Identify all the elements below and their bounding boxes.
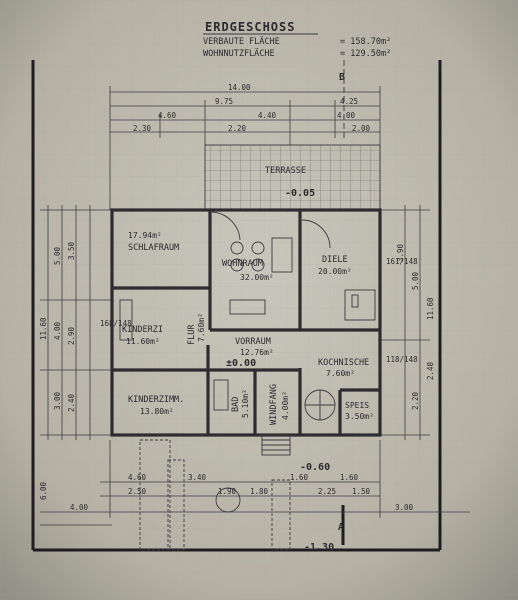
dim-top-f: 2.30 <box>133 124 152 133</box>
diele-area: 20.00m² <box>318 267 352 276</box>
dim-top-h: 2.00 <box>352 124 371 133</box>
dim-right-b: 2.20 <box>411 391 420 410</box>
dim-left-d: 2.90 <box>67 326 76 345</box>
dim-left-total: 11.60 <box>39 317 48 340</box>
dim-top-g: 2.20 <box>228 124 247 133</box>
dim-overall-width: 14.00 <box>228 83 251 92</box>
entry-stairs <box>139 434 291 551</box>
built-area-value: = 158.70m² <box>340 37 391 47</box>
kochnische-label: KOCHNISCHE <box>318 358 369 368</box>
speis-area: 3.50m² <box>345 412 374 421</box>
dim-bottom-a: 4.60 <box>128 473 147 482</box>
windfang-area: 4.00m² <box>281 391 290 420</box>
ground-level: -1.30 <box>304 542 334 553</box>
terrace-tiles <box>205 145 380 210</box>
schlafraum-label: SCHLAFRAUM <box>128 243 179 253</box>
dim-right-c: 2.40 <box>426 361 435 380</box>
dim-right-total: 11.60 <box>426 297 435 320</box>
bad-label: BAD <box>231 397 241 412</box>
vorraum-label: VORRAUM <box>235 337 271 347</box>
terrace-level: -0.05 <box>285 188 315 199</box>
dim-bottom-h: 4.00 <box>70 503 89 512</box>
dim-right-d: 3.90 <box>396 243 405 262</box>
flur-area: 7.60m² <box>197 313 206 342</box>
dim-top-b: 4.25 <box>340 97 358 106</box>
windfang-label: WINDFANG <box>269 384 279 425</box>
kinderzi1-label: KINDERZI <box>122 325 163 335</box>
dim-bottom-d: 1.80 <box>250 487 269 496</box>
kinderzi1-area: 11.60m² <box>126 337 160 346</box>
dim-window-e: 1.60 <box>290 473 309 482</box>
kochnische-area: 7.60m² <box>326 369 355 378</box>
entry-level: -0.60 <box>300 462 330 473</box>
bad-area: 5.10m² <box>241 389 250 418</box>
kinderzi2-label: KINDERZIMM. <box>128 395 184 405</box>
dim-top-d: 4.40 <box>258 111 277 120</box>
dim-bottom-f: 1.50 <box>352 487 371 496</box>
window-mark-c: 118/148 <box>386 355 418 364</box>
plan-title: ERDGESCHOSS <box>205 20 295 34</box>
dim-left-a: 5.00 <box>53 246 62 265</box>
built-area-label: VERBAUTE FLÄCHE <box>203 36 280 47</box>
window-mark-b: 161/148 <box>386 257 418 266</box>
vorraum-area: 12.76m² <box>240 348 274 357</box>
schlafraum-area: 17.94m² <box>128 231 162 240</box>
dim-top-e: 4.00 <box>337 111 356 120</box>
dim-left-c: 4.00 <box>53 321 62 340</box>
furniture-sketch <box>119 211 376 421</box>
section-marker-top: B <box>339 72 345 83</box>
terrace-label: TERRASSE <box>265 166 306 176</box>
dim-right-a: 5.00 <box>411 271 420 290</box>
dim-left-b: 3.50 <box>67 241 76 260</box>
dim-bottom-b: 3.40 <box>188 473 207 482</box>
left-dimensions <box>40 205 112 526</box>
speis-label: SPEIS <box>345 401 369 410</box>
dim-top-c: 4.60 <box>158 111 177 120</box>
dim-bottom-i: 1.60 <box>340 473 359 482</box>
wohnraum-label: WOHNRAUM <box>222 259 263 269</box>
dim-bottom-e: 2.25 <box>318 487 336 496</box>
dim-window-d: 2.50 <box>128 487 147 496</box>
building-outline <box>110 208 382 437</box>
section-marker-bottom: A <box>338 522 344 533</box>
main-level: ±0.00 <box>226 358 256 369</box>
dim-left-e: 3.00 <box>53 391 62 410</box>
dim-left-f: 2.40 <box>67 393 76 412</box>
living-area-value: = 129.50m² <box>340 49 391 59</box>
flur-label: FLUR <box>187 324 197 345</box>
kinderzi2-area: 13.80m² <box>140 407 174 416</box>
wohnraum-area: 32.00m² <box>240 273 274 282</box>
interior-walls <box>112 210 380 435</box>
bottom-dimensions <box>40 440 470 518</box>
dim-top-a: 9.75 <box>215 97 233 106</box>
dim-left-g: 6.00 <box>39 481 48 500</box>
dim-bottom-g: 3.00 <box>395 503 414 512</box>
diele-label: DIELE <box>322 255 348 265</box>
living-area-label: WOHNNUTZFLÄCHE <box>203 48 275 59</box>
right-dimensions <box>378 205 430 440</box>
window-mark-a: 168/148 <box>100 319 132 328</box>
dim-bottom-c: 1.90 <box>218 487 237 496</box>
